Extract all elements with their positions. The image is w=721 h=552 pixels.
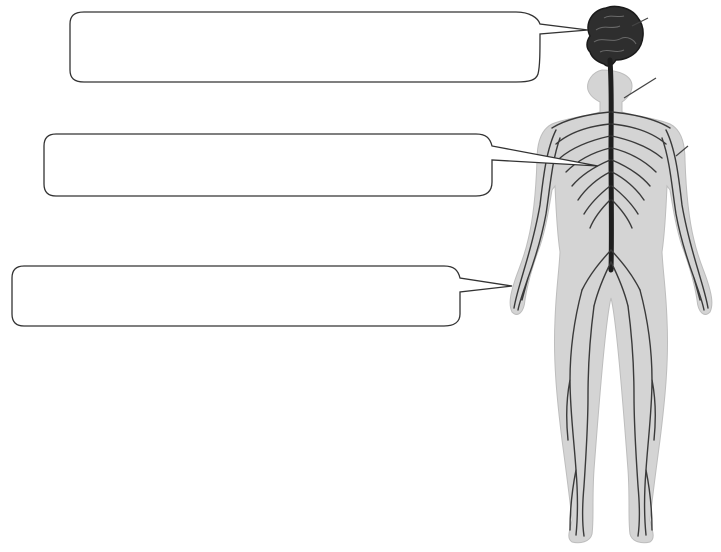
callout-spinal-cord-box[interactable]: [44, 134, 598, 196]
callout-brain-box[interactable]: [70, 12, 588, 82]
spinal-cord: [610, 60, 611, 270]
callout-nerves-box[interactable]: [12, 266, 512, 326]
brain: [587, 6, 643, 66]
callout-brain[interactable]: [70, 12, 588, 82]
callout-nerves[interactable]: [12, 266, 512, 326]
human-figure: [510, 6, 712, 542]
callout-spinal-cord[interactable]: [44, 134, 598, 196]
